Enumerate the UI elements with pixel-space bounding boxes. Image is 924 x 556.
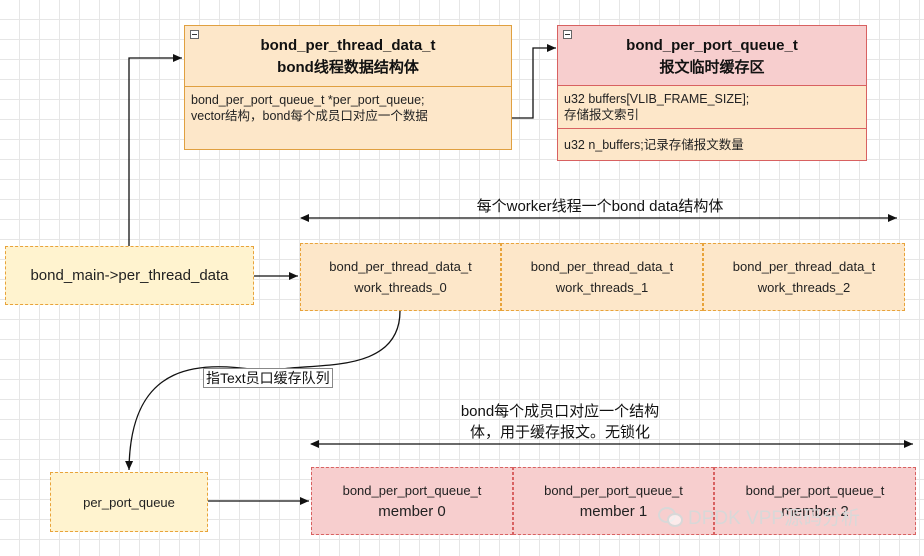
per-port-queue-label: per_port_queue [83, 494, 175, 510]
wechat-icon [658, 506, 683, 527]
member-type: bond_per_port_queue_t [745, 483, 885, 498]
thread-struct-field: bond_per_port_queue_t *per_port_queue; v… [185, 88, 511, 128]
collapse-icon[interactable] [190, 30, 199, 39]
thread-struct-box[interactable]: bond_per_thread_data_t bond线程数据结构体 bond_… [184, 25, 512, 150]
work-thread-name: work_threads_0 [354, 280, 447, 295]
queue-struct-title-line1: bond_per_port_queue_t [626, 37, 798, 54]
work-thread-type: bond_per_thread_data_t [732, 259, 876, 274]
work-thread-name: work_threads_2 [757, 280, 851, 295]
queue-struct-field-divider [558, 128, 866, 129]
work-thread-type: bond_per_thread_data_t [530, 259, 674, 274]
queue-struct-title-line2: 报文临时缓存区 [659, 59, 765, 76]
thread-struct-title-line2: bond线程数据结构体 [277, 59, 419, 76]
queue-struct-fields-area [558, 85, 866, 160]
thread0-to-queue-curve [125, 310, 401, 471]
collapse-icon[interactable] [563, 30, 572, 39]
work-thread-type: bond_per_thread_data_t [329, 259, 472, 274]
per-port-queue-box[interactable]: per_port_queue [50, 472, 208, 532]
watermark-text: DPDK VPP源码分析 [688, 508, 861, 529]
work-thread-2[interactable]: bond_per_thread_data_t work_threads_2 [703, 243, 905, 311]
queue-struct-field-buffers: u32 buffers[VLIB_FRAME_SIZE]; 存储报文索引 [558, 87, 866, 127]
member-2[interactable]: bond_per_port_queue_t member 2 [714, 467, 916, 535]
work-thread-1[interactable]: bond_per_thread_data_t work_threads_1 [501, 243, 703, 311]
member-0[interactable]: bond_per_port_queue_t member 0 [311, 467, 513, 535]
member-1[interactable]: bond_per_port_queue_t member 1 [513, 467, 714, 535]
member-type: bond_per_port_queue_t [342, 483, 482, 498]
member-caption-line1: bond每个成员口对应一个结构 [460, 403, 660, 420]
bond-main-label: bond_main->per_thread_data [30, 267, 229, 284]
queue-struct-field-nbuffers: u32 n_buffers;记录存储报文数量 [564, 138, 744, 152]
queue-struct-field-buffers-line2: 存储报文索引 [564, 108, 640, 122]
watermark: DPDK VPP源码分析 [658, 503, 860, 530]
bond-main-box[interactable]: bond_main->per_thread_data [5, 246, 254, 305]
thread-struct-to-queue-struct-connector [512, 44, 556, 119]
thread-struct-title: bond_per_thread_data_t bond线程数据结构体 [185, 26, 511, 79]
member-type: bond_per_port_queue_t [544, 483, 683, 498]
queue-struct-field-buffers-line1: u32 buffers[VLIB_FRAME_SIZE]; [564, 92, 750, 106]
work-thread-0[interactable]: bond_per_thread_data_t work_threads_0 [300, 243, 501, 311]
queue-struct-title: bond_per_port_queue_t 报文临时缓存区 [558, 26, 866, 79]
member-name: member 2 [781, 503, 849, 520]
thread-struct-field-line2: vector结构，bond每个成员口对应一个数据 [191, 109, 428, 123]
main-to-thread-struct-connector [128, 54, 182, 246]
pointer-label[interactable]: 指Text员口缓存队列 [203, 368, 333, 388]
thread-struct-divider [185, 86, 511, 87]
queue-struct-box[interactable]: bond_per_port_queue_t 报文临时缓存区 u32 buffer… [557, 25, 867, 161]
member-caption-line2: 体，用于缓存报文。无锁化 [469, 424, 650, 441]
thread-struct-title-line1: bond_per_thread_data_t [260, 37, 436, 54]
work-thread-name: work_threads_1 [555, 280, 649, 295]
member-caption: bond每个成员口对应一个结构 体，用于缓存报文。无锁化 [430, 401, 690, 443]
worker-caption: 每个worker线程一个bond data结构体 [476, 198, 724, 215]
member-name: member 1 [579, 503, 648, 520]
member-name: member 0 [378, 503, 446, 520]
thread-struct-field-line1: bond_per_port_queue_t *per_port_queue; [191, 93, 425, 107]
